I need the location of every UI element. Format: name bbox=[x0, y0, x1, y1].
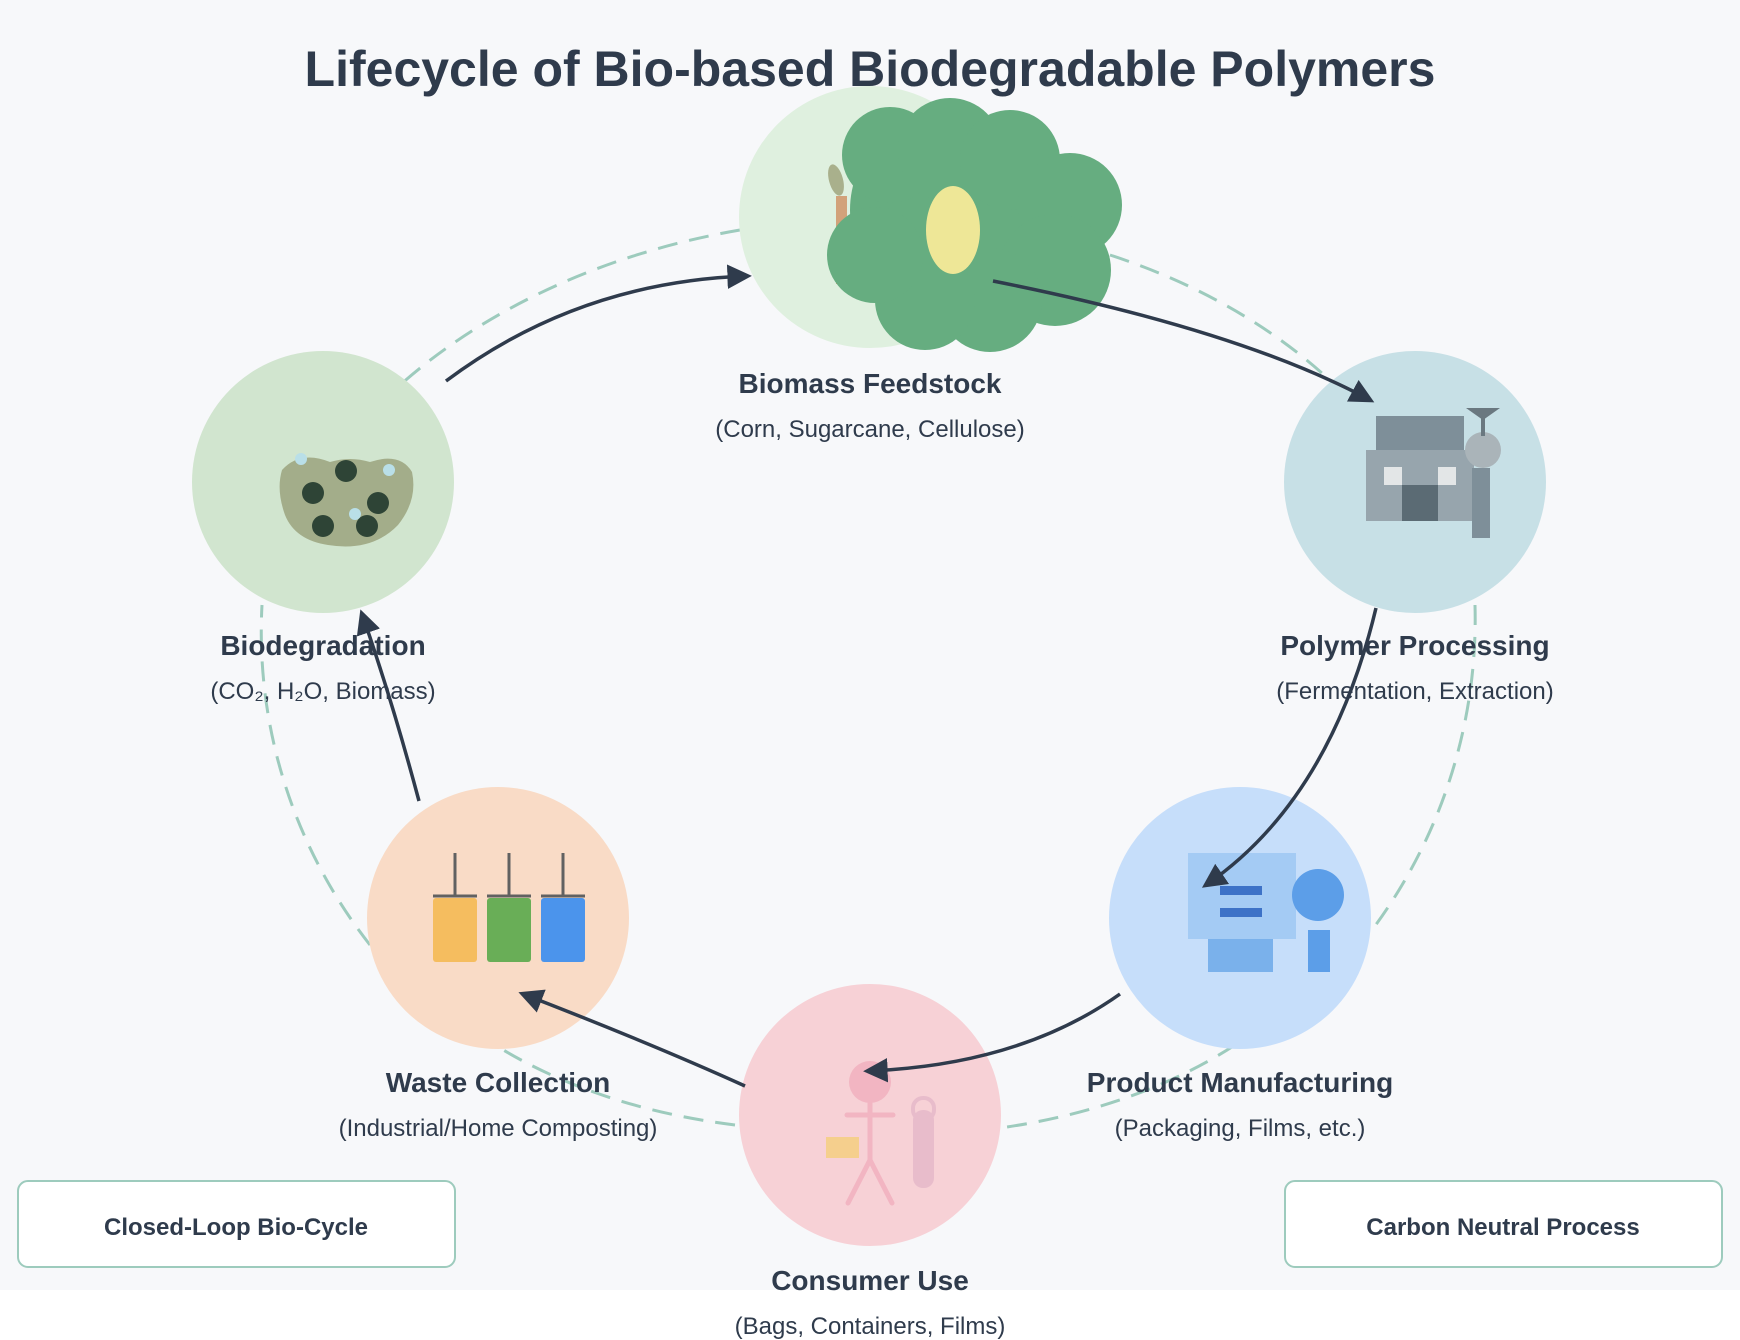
stage-label-polymer: Polymer Processing (Fermentation, Extrac… bbox=[1276, 630, 1553, 705]
stage-label-biodegradation: Biodegradation (CO₂, H₂O, Biomass) bbox=[210, 630, 435, 705]
stage-description: (Industrial/Home Composting) bbox=[339, 1115, 658, 1142]
stage-name: Product Manufacturing bbox=[1087, 1067, 1393, 1098]
stage-description: (Packaging, Films, etc.) bbox=[1115, 1115, 1366, 1142]
plant-icon bbox=[827, 98, 1122, 352]
soil-icon bbox=[279, 453, 414, 547]
arrow-biomass-to-polymer bbox=[992, 279, 1375, 403]
dashed-cycle-ring bbox=[259, 228, 1477, 1130]
cycle-arrows bbox=[356, 264, 1378, 1088]
badge-carbon-neutral: Carbon Neutral Process bbox=[1284, 1180, 1723, 1268]
stage-description: (CO₂, H₂O, Biomass) bbox=[210, 678, 435, 705]
badge-label: Carbon Neutral Process bbox=[1366, 1214, 1639, 1241]
stage-description: (Fermentation, Extraction) bbox=[1276, 678, 1553, 705]
stage-label-waste: Waste Collection (Industrial/Home Compos… bbox=[339, 1067, 658, 1142]
stage-name: Biodegradation bbox=[220, 630, 425, 661]
stage-label-consumer: Consumer Use (Bags, Containers, Films) bbox=[735, 1265, 1006, 1340]
stage-label-manufacturing: Product Manufacturing (Packaging, Films,… bbox=[1087, 1067, 1393, 1142]
badge-label: Closed-Loop Bio-Cycle bbox=[104, 1214, 368, 1241]
stage-name: Polymer Processing bbox=[1280, 630, 1549, 661]
arrow-biodegradation-to-biomass bbox=[444, 264, 752, 383]
badge-closed-loop: Closed-Loop Bio-Cycle bbox=[17, 1180, 456, 1268]
stage-name: Biomass Feedstock bbox=[739, 368, 1002, 399]
manufacturing-icon bbox=[1188, 853, 1344, 972]
stage-name: Consumer Use bbox=[771, 1265, 969, 1296]
arrow-waste-to-biodegradation bbox=[356, 609, 421, 802]
arrow-manufacturing-to-consumer bbox=[863, 992, 1122, 1083]
arrow-polymer-to-manufacturing bbox=[1201, 607, 1378, 888]
stage-description: (Corn, Sugarcane, Cellulose) bbox=[715, 416, 1024, 443]
recycling-bins-icon bbox=[433, 853, 585, 962]
factory-icon bbox=[1366, 408, 1501, 538]
arrow-consumer-to-waste bbox=[518, 989, 746, 1088]
stage-description: (Bags, Containers, Films) bbox=[735, 1313, 1006, 1340]
stage-label-biomass: Biomass Feedstock (Corn, Sugarcane, Cell… bbox=[715, 368, 1024, 443]
stage-name: Waste Collection bbox=[386, 1067, 611, 1098]
